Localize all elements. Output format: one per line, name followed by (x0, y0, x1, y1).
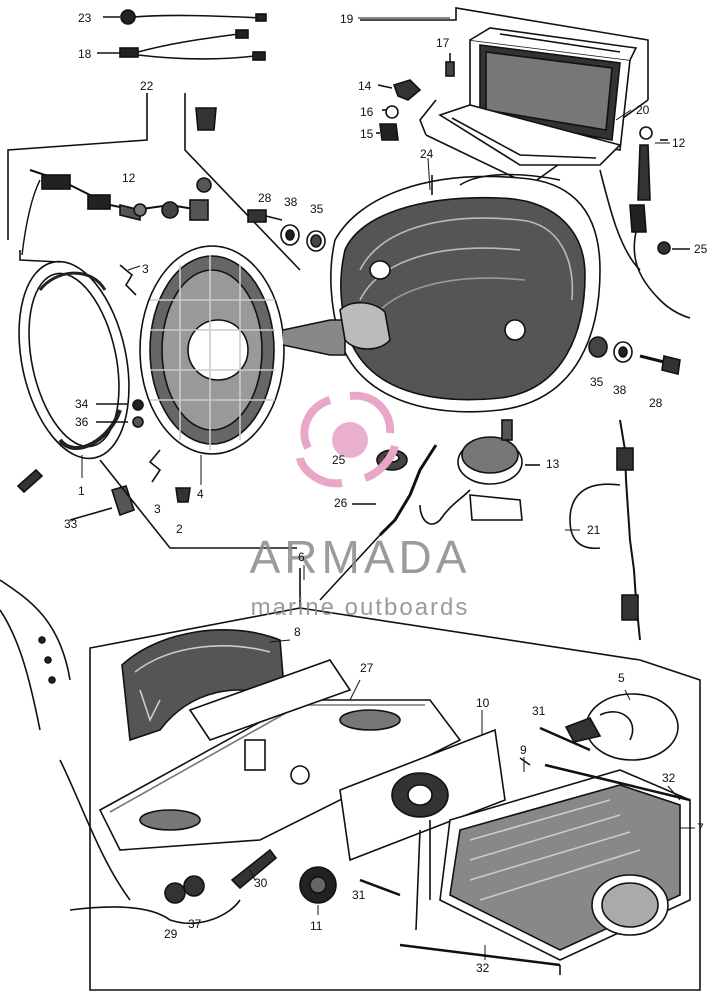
part-label-25-right: 25 (694, 242, 708, 256)
leader-lines (81, 17, 695, 960)
part-label-28-right: 28 (649, 396, 663, 410)
part-label-38-left: 38 (284, 195, 298, 209)
part-label-22: 22 (140, 79, 154, 93)
part-label-12-right: 12 (672, 136, 686, 150)
part-label-3-bottom: 3 (154, 502, 161, 516)
part-label-16: 16 (360, 105, 374, 119)
taillight-screws (359, 726, 691, 975)
part-label-35-right: 35 (590, 375, 604, 389)
part-label-32-right: 32 (662, 771, 676, 785)
part-label-10: 10 (476, 696, 490, 710)
part-label-14: 14 (358, 79, 372, 93)
taillight-housing (439, 769, 691, 961)
lower-frame-line (19, 250, 297, 549)
stoplight-base (339, 728, 506, 931)
wiring-harness-22 (7, 93, 301, 271)
rim-hardware (16, 264, 191, 521)
part-label-12-left: 12 (122, 171, 136, 185)
brand-name: ARMADA (249, 531, 471, 583)
part-label-26: 26 (334, 496, 348, 510)
part-label-7: 7 (697, 821, 704, 835)
part-label-32-bottom: 32 (476, 961, 490, 975)
part-label-33: 33 (64, 517, 78, 531)
license-bracket (98, 659, 462, 851)
headlight-case (330, 173, 601, 413)
cable-21 (569, 419, 641, 641)
taillight-frame (89, 568, 701, 991)
fender-outline (0, 579, 131, 901)
part-label-5: 5 (618, 671, 625, 685)
part-label-9: 9 (520, 743, 527, 757)
part-label-30: 30 (254, 876, 268, 890)
part-label-21: 21 (587, 523, 601, 537)
part-label-3-top: 3 (142, 262, 149, 276)
wire-23 (103, 9, 267, 25)
part-label-31-top: 31 (532, 704, 546, 718)
part-label-34: 34 (75, 397, 89, 411)
part-label-28-left: 28 (258, 191, 272, 205)
part-label-18: 18 (78, 47, 92, 61)
part-label-2: 2 (176, 522, 183, 536)
part-label-4: 4 (197, 487, 204, 501)
small-parts-14-17 (376, 53, 455, 141)
part-label-31-bottom: 31 (352, 888, 366, 902)
part-label-20: 20 (636, 103, 650, 117)
part-label-25-center: 25 (332, 453, 346, 467)
meter-box (438, 27, 638, 166)
bulb-assembly (564, 693, 679, 761)
wire-18 (97, 29, 266, 61)
part-label-19: 19 (340, 12, 354, 26)
part-label-13: 13 (546, 457, 560, 471)
part-label-15: 15 (360, 127, 374, 141)
part-label-35-left: 35 (310, 202, 324, 216)
part-label-17: 17 (436, 36, 450, 50)
part-label-6: 6 (298, 550, 305, 564)
small-fasteners (69, 848, 337, 924)
part-label-23: 23 (78, 11, 92, 25)
headlight-lens (139, 245, 391, 455)
part-label-37: 37 (188, 917, 202, 931)
part-label-29: 29 (164, 927, 178, 941)
part-label-36: 36 (75, 415, 89, 429)
part-label-24: 24 (420, 147, 434, 161)
part-label-8: 8 (294, 625, 301, 639)
part-label-27: 27 (360, 661, 374, 675)
screws-28-38-35-left (247, 209, 326, 252)
part-label-11: 11 (310, 919, 323, 933)
brand-tagline: marine outboards (250, 594, 470, 621)
part-label-1: 1 (78, 484, 85, 498)
headlight-rim (18, 260, 130, 460)
meter-wiring (599, 126, 691, 319)
screws-28-38-35-right (588, 336, 681, 375)
part-label-38-right: 38 (613, 383, 627, 397)
armada-logo-icon (296, 391, 399, 488)
switch-13 (419, 419, 540, 525)
